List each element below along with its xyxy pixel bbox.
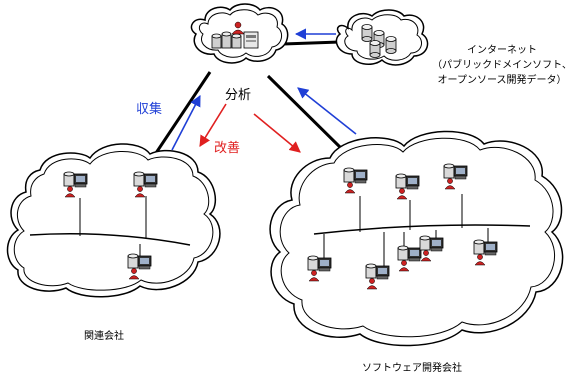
collect-arrow-from-related [171,95,201,151]
improve-arrows [199,103,301,153]
software-company-label: ソフトウェア開発会社 [362,363,462,374]
internet-label-line3: オープンソース開発データ） [437,75,567,86]
line-analysis-software [266,74,347,154]
related-company-label: 関連会社 [84,331,124,342]
analysis-label: 分析 [225,88,252,103]
internet-label-line1: インターネット [467,45,537,56]
line-analysis-related [148,71,212,163]
line-analysis-internet [282,40,341,46]
software-company-network [313,194,531,270]
software-company-cloud [269,130,564,347]
improve-label: 改善 [214,141,241,156]
improve-arrow-to-software [253,113,301,153]
connection-lines [148,40,347,163]
server-with-person-icon [211,21,259,49]
collect-arrow-from-software [297,87,357,135]
related-company-cloud [6,143,221,298]
collect-label: 収集 [136,102,163,117]
improve-arrow-to-related [199,103,227,147]
internet-label-line2: （パブリックドメインソフト、 [432,60,572,71]
collect-arrows [171,28,357,151]
internet-label: インターネット （パブリックドメインソフト、 オープンソース開発データ） [422,41,582,86]
